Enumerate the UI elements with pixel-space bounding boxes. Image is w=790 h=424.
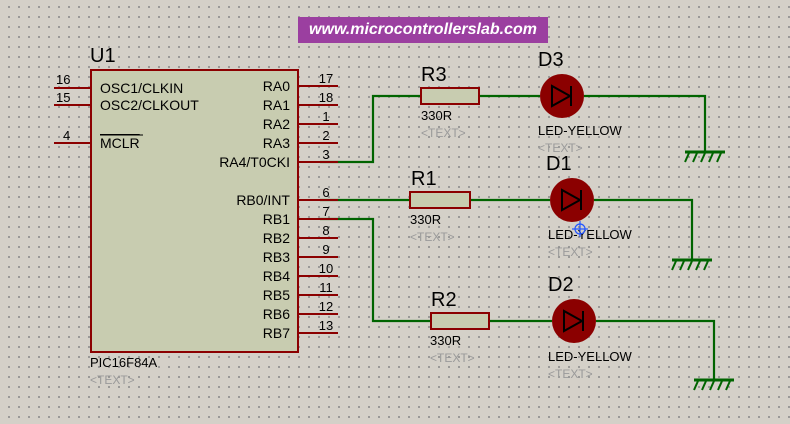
pin-name-osc2: OSC2/CLKOUT bbox=[100, 97, 199, 113]
pin-name-mclr: MCLR bbox=[100, 135, 140, 151]
resistor-r2-ref: R2 bbox=[431, 289, 457, 311]
led-d2[interactable]: D2 LED-YELLOW <TEXT> bbox=[548, 274, 633, 381]
pin-num-15: 15 bbox=[56, 90, 70, 105]
pin-num-12: 12 bbox=[319, 299, 333, 314]
resistor-r2-value: 330R bbox=[430, 333, 461, 348]
resistor-r1-ref: R1 bbox=[411, 168, 437, 190]
pin-num-13: 13 bbox=[319, 318, 333, 333]
pin-num-1: 1 bbox=[322, 109, 329, 124]
resistor-r3-text: <TEXT> bbox=[421, 126, 466, 140]
led-d1[interactable]: D1 LED-YELLOW <TEXT> bbox=[546, 153, 633, 259]
led-d3-body bbox=[540, 74, 584, 118]
pin-name-ra3: RA3 bbox=[263, 135, 290, 151]
pin-num-8: 8 bbox=[322, 223, 329, 238]
mcu-ref: U1 bbox=[90, 45, 116, 67]
pin-num-6: 6 bbox=[322, 185, 329, 200]
wire-rb1-r2 bbox=[320, 217, 431, 323]
resistor-r1[interactable]: R1 330R <TEXT> bbox=[409, 168, 471, 244]
ground-d2-icon bbox=[692, 378, 736, 392]
led-d3[interactable]: D3 LED-YELLOW <TEXT> bbox=[538, 49, 623, 155]
pin-name-rb2: RB2 bbox=[263, 230, 290, 246]
wire-d1-gnd bbox=[594, 198, 694, 260]
led-d2-text: <TEXT> bbox=[548, 367, 593, 381]
mcu-text-placeholder: <TEXT> bbox=[90, 373, 135, 387]
mcu-right-pins: 17 RA0 18 RA1 1 RA2 2 RA3 3 RA4/T0CKI 6 RB0/INT 7 RB1… bbox=[219, 71, 338, 341]
resistor-r3-value: 330R bbox=[421, 108, 452, 123]
wire-d2-gnd bbox=[596, 319, 716, 380]
pin-num-2: 2 bbox=[322, 128, 329, 143]
mcu-body bbox=[90, 69, 299, 353]
pin-name-osc1: OSC1/CLKIN bbox=[100, 80, 183, 96]
wires bbox=[320, 94, 716, 380]
pin-num-7: 7 bbox=[322, 204, 329, 219]
led-d1-body bbox=[550, 178, 594, 222]
resistor-r2-text: <TEXT> bbox=[430, 351, 475, 365]
led-d3-ref: D3 bbox=[538, 49, 564, 71]
pin-num-17: 17 bbox=[319, 71, 333, 86]
mcu-u1[interactable]: U1 PIC16F84A <TEXT> bbox=[90, 45, 299, 387]
resistor-r3[interactable]: R3 330R <TEXT> bbox=[420, 64, 480, 140]
pin-name-ra4-t0cki: RA4/T0CKI bbox=[219, 154, 290, 170]
pin-name-rb6: RB6 bbox=[263, 306, 290, 322]
pin-name-rb7: RB7 bbox=[263, 325, 290, 341]
led-d1-ref: D1 bbox=[546, 153, 572, 175]
resistor-r2-body bbox=[430, 312, 490, 330]
led-d1-value: LED-YELLOW bbox=[548, 227, 633, 242]
resistor-r1-value: 330R bbox=[410, 212, 441, 227]
pin-name-ra1: RA1 bbox=[263, 97, 290, 113]
led-d3-text: <TEXT> bbox=[538, 141, 583, 155]
pin-name-rb0-int: RB0/INT bbox=[236, 192, 290, 208]
pin-num-10: 10 bbox=[319, 261, 333, 276]
crosshair-cursor-icon bbox=[572, 221, 588, 237]
pin-num-4: 4 bbox=[63, 128, 70, 143]
resistor-r1-body bbox=[409, 191, 471, 209]
ground-d3-icon bbox=[683, 150, 727, 164]
mcu-part: PIC16F84A bbox=[90, 355, 158, 370]
led-d2-value: LED-YELLOW bbox=[548, 349, 633, 364]
led-d3-triangle bbox=[551, 84, 573, 108]
wire-d3-gnd bbox=[584, 94, 707, 152]
led-d1-triangle bbox=[561, 188, 583, 212]
website-banner: www.microcontrollerslab.com bbox=[298, 17, 548, 43]
pin-num-3: 3 bbox=[322, 147, 329, 162]
wire-ra4-r3 bbox=[320, 94, 421, 164]
resistor-r1-text: <TEXT> bbox=[410, 230, 455, 244]
mcu-left-pins bbox=[54, 87, 91, 144]
led-d2-triangle bbox=[563, 309, 585, 333]
pin-name-ra0: RA0 bbox=[263, 78, 290, 94]
pin-num-16: 16 bbox=[56, 72, 70, 87]
resistor-r3-body bbox=[420, 87, 480, 105]
pin-num-11: 11 bbox=[319, 280, 333, 295]
pin-name-rb4: RB4 bbox=[263, 268, 290, 284]
resistor-r3-ref: R3 bbox=[421, 64, 447, 86]
led-d3-value: LED-YELLOW bbox=[538, 123, 623, 138]
resistor-r2[interactable]: R2 330R <TEXT> bbox=[430, 289, 490, 365]
led-d1-text: <TEXT> bbox=[548, 245, 593, 259]
led-d2-body bbox=[552, 299, 596, 343]
pin-num-18: 18 bbox=[319, 90, 333, 105]
pin-name-rb5: RB5 bbox=[263, 287, 290, 303]
pin-name-ra2: RA2 bbox=[263, 116, 290, 132]
pin-name-rb3: RB3 bbox=[263, 249, 290, 265]
pin-num-9: 9 bbox=[322, 242, 329, 257]
ground-d1-icon bbox=[670, 258, 714, 272]
led-d2-ref: D2 bbox=[548, 274, 574, 296]
pin-name-rb1: RB1 bbox=[263, 211, 290, 227]
